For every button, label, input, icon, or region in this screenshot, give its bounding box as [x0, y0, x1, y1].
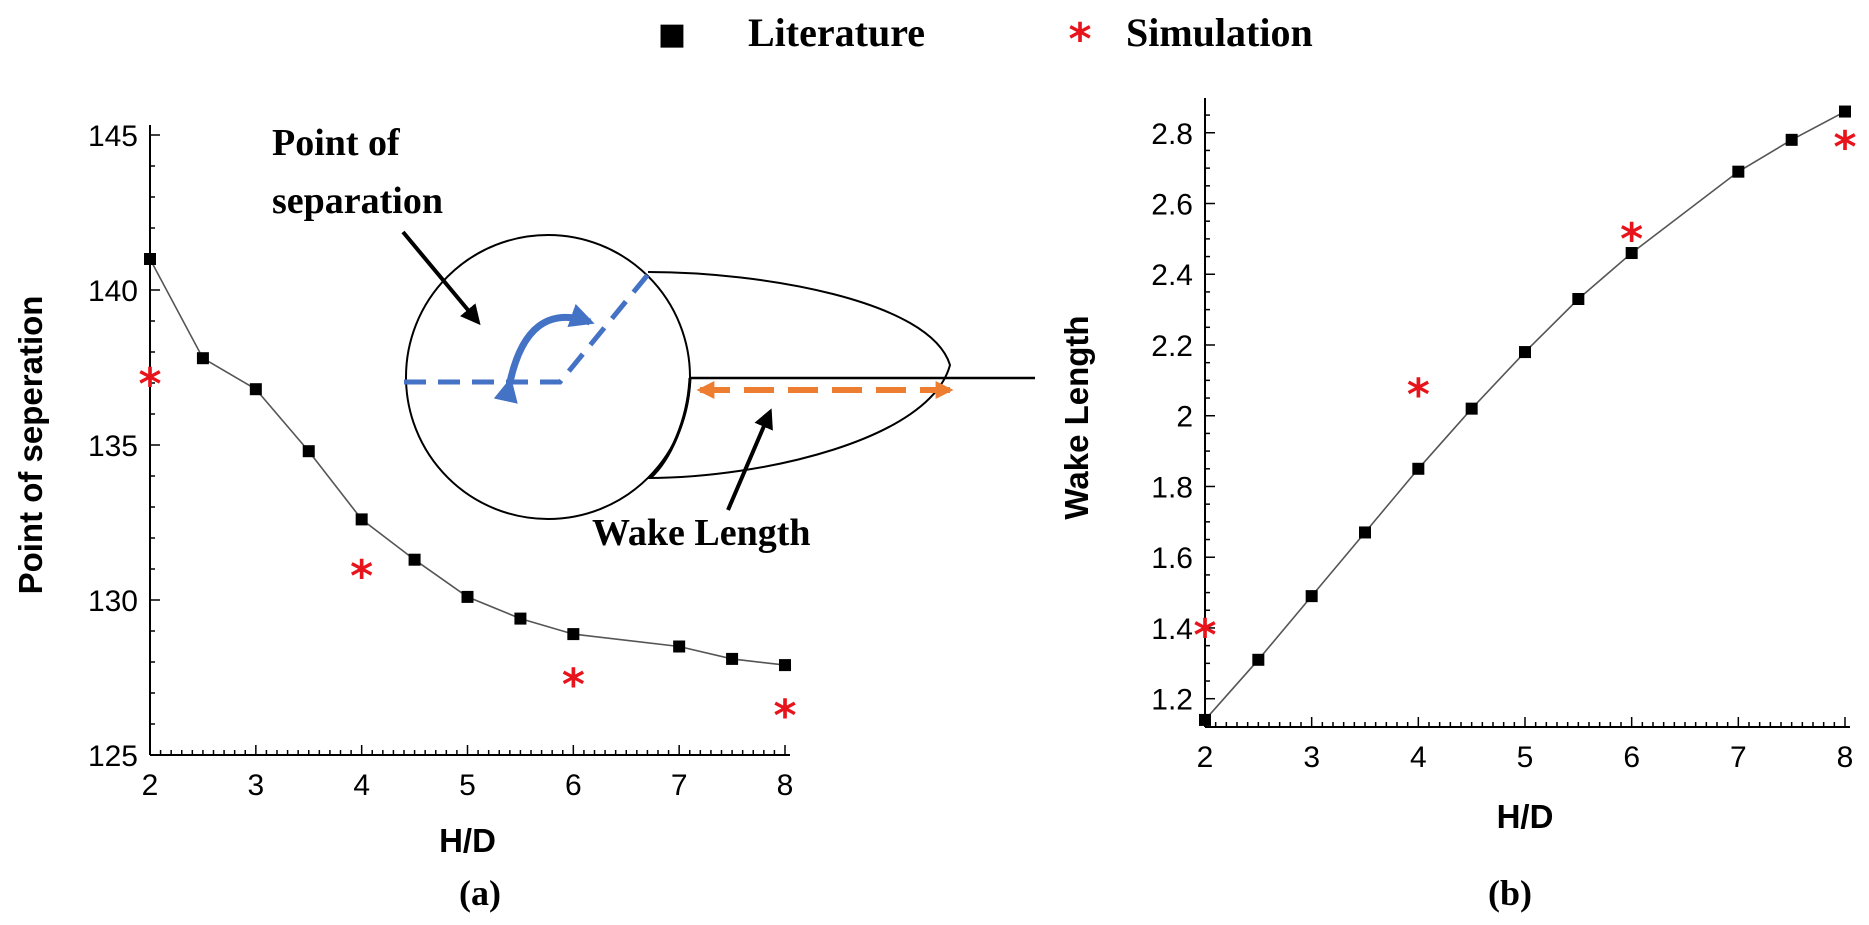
panel-a-x-tick-label: 6 — [565, 769, 582, 802]
panel-b-literature-point — [1732, 165, 1745, 178]
panel-a-y-tick-label: 125 — [88, 740, 138, 773]
legend-literature-label: Literature — [748, 10, 925, 55]
panel-b-literature-point — [1839, 105, 1851, 118]
panel-b-x-tick-label: 4 — [1410, 741, 1427, 774]
panel-a-y-axis-title: Point of seperation — [12, 296, 49, 595]
panel-b-y-tick-label: 1.4 — [1151, 613, 1193, 646]
panel-b-simulation-point: * — [1833, 122, 1856, 173]
legend-simulation-marker: * — [1068, 14, 1091, 65]
panel-a-literature-point — [196, 352, 209, 365]
panel-b-x-tick-label: 3 — [1303, 741, 1320, 774]
panel-a-data: * * * * — [138, 253, 797, 742]
flow-schematic-inset: Point of separation Wake Length — [272, 122, 1035, 554]
panel-a-literature-point — [355, 513, 368, 526]
panel-b-y-axis-title: Wake Length — [1058, 315, 1095, 519]
panel-b-x-axis-title: H/D — [1497, 798, 1554, 835]
separation-label-line1: Point of — [272, 122, 401, 164]
panel-b-simulation-point: * — [1407, 369, 1430, 420]
panel-b-literature-point — [1412, 462, 1425, 475]
panel-b-literature-point — [1785, 133, 1798, 146]
panel-a-literature-point — [461, 590, 474, 603]
panel-a-simulation-point: * — [773, 691, 796, 742]
panel-a-x-tick-label: 8 — [777, 769, 794, 802]
panel-a-label: (a) — [459, 873, 501, 913]
panel-b-literature-point — [1199, 713, 1211, 726]
legend: ■ Literature * Simulation — [658, 10, 1313, 65]
wake-bubble-outline — [647, 271, 952, 479]
panel-a-y-tick-label: 135 — [88, 430, 138, 463]
panel-b-x-tick-label: 2 — [1197, 741, 1214, 774]
panel-a-y-tick-label: 130 — [88, 585, 138, 618]
panel-a-x-tick-label: 2 — [142, 769, 159, 802]
panel-b-y-tick-label: 2.2 — [1151, 330, 1193, 363]
panel-a-literature-point — [726, 652, 739, 665]
panel-b-literature-point — [1252, 653, 1265, 666]
panel-a-x-tick-label: 7 — [671, 769, 688, 802]
panel-b-axes: 2 3 4 5 6 7 8 1.2 1.4 1.6 1.8 2 2.2 2.4 2.6 2.8H/D Wake … — [1058, 98, 1853, 835]
panel-b-y-tick-label: 1.2 — [1151, 684, 1193, 717]
panel-a-x-axis-title: H/D — [439, 822, 496, 859]
panel-b-simulation-point: * — [1620, 214, 1643, 265]
panel-a-literature-point — [144, 253, 156, 265]
legend-simulation-label: Simulation — [1126, 10, 1313, 55]
panel-a-literature-point — [567, 628, 580, 641]
panel-a-x-tick-label: 3 — [247, 769, 264, 802]
panel-a-x-tick-label: 4 — [353, 769, 370, 802]
panel-b-x-tick-label: 8 — [1837, 741, 1854, 774]
panel-b-y-tick-label: 2.8 — [1151, 118, 1193, 151]
panel-a-literature-line — [149, 258, 786, 666]
panel-b-label: (b) — [1488, 873, 1532, 913]
panel-a-literature-point — [408, 553, 421, 566]
panel-a-y-tick-label: 145 — [88, 120, 138, 153]
panel-b-y-tick-label: 2 — [1176, 401, 1193, 434]
panel-b-y-tick-label: 1.6 — [1151, 542, 1193, 575]
panel-a-x-tick-label: 5 — [459, 769, 476, 802]
legend-literature-marker: ■ — [658, 17, 686, 52]
panel-b-literature-point — [1465, 402, 1478, 415]
panel-b-y-tick-label: 2.4 — [1151, 259, 1193, 292]
panel-b-y-tick-label: 1.8 — [1151, 471, 1193, 504]
panel-b-literature-point — [1625, 247, 1638, 260]
wake-length-label: Wake Length — [592, 512, 811, 554]
panel-b-literature-line — [1204, 110, 1846, 721]
panel-a-simulation-point: * — [138, 359, 161, 410]
panel-b-literature-point — [1305, 590, 1318, 603]
panel-a-y-tick-label: 140 — [88, 275, 138, 308]
panel-b-literature-point — [1359, 526, 1371, 539]
panel-a-literature-point — [514, 612, 527, 625]
panel-a-literature-point — [673, 640, 686, 653]
panel-b-literature-point — [1519, 346, 1531, 359]
panel-b-data: * * * * — [1193, 105, 1857, 726]
wake-pointer-arrow — [726, 408, 773, 511]
panel-a-simulation-point: * — [562, 660, 585, 711]
panel-a-literature-point — [779, 659, 791, 672]
chart-panel-b: 2 3 4 5 6 7 8 1.2 1.4 1.6 1.8 2 2.2 2.4 2.6 2.8H/D Wake … — [1058, 98, 1857, 913]
panel-b-x-tick-label: 6 — [1623, 741, 1640, 774]
panel-b-y-tick-label: 2.6 — [1151, 189, 1193, 222]
panel-a-literature-point — [249, 383, 262, 396]
separation-pointer-arrow — [401, 230, 481, 326]
separation-label-line2: separation — [272, 180, 443, 222]
panel-a-simulation-point: * — [350, 551, 373, 602]
panel-a-literature-point — [302, 445, 315, 458]
panel-b-simulation-point: * — [1193, 610, 1216, 661]
separation-angle-arc — [493, 303, 595, 404]
panel-b-x-tick-label: 5 — [1517, 741, 1534, 774]
panel-b-literature-point — [1572, 293, 1585, 306]
panel-b-x-tick-label: 7 — [1730, 741, 1747, 774]
